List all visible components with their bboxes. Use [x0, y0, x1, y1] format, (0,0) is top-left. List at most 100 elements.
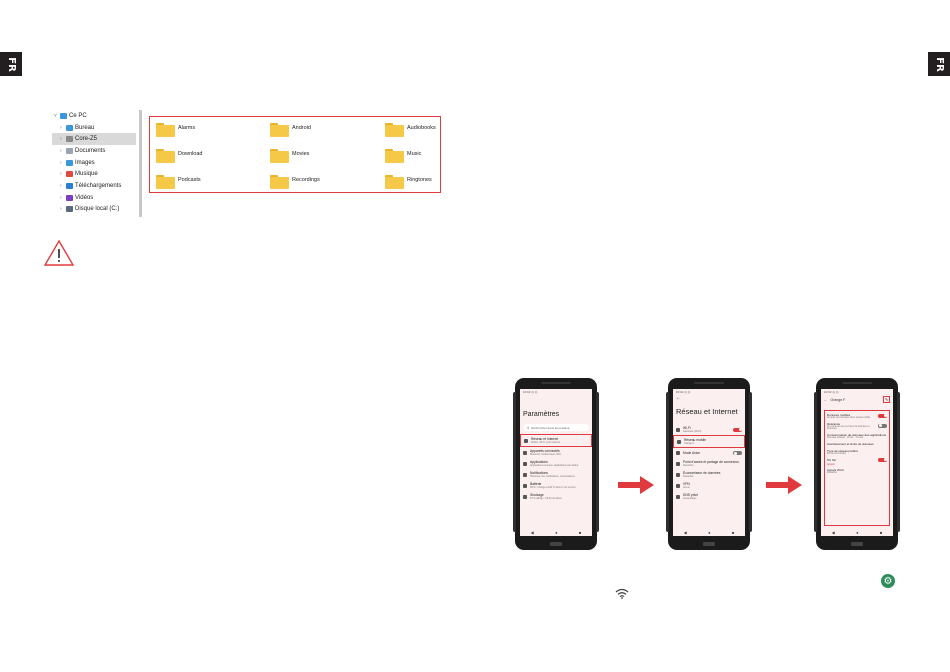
- wifi-calling-row[interactable]: Appels Wi-Fi Désactivé: [827, 467, 845, 474]
- folder-item[interactable]: Ringtones: [385, 175, 432, 189]
- back-icon[interactable]: ◀: [683, 529, 687, 535]
- wifi-icon: [615, 586, 629, 604]
- chevron-right-icon[interactable]: ›: [60, 194, 62, 201]
- tree-item[interactable]: ˅Ce PC: [52, 110, 136, 122]
- carrier-title: Orange F: [830, 397, 846, 402]
- tree-item[interactable]: ›Images: [52, 157, 136, 169]
- folder-item[interactable]: Android: [270, 123, 311, 137]
- folder-label: Movies: [292, 151, 310, 157]
- chevron-right-icon[interactable]: ›: [60, 206, 62, 213]
- toggle-switch[interactable]: [733, 427, 742, 432]
- settings-row[interactable]: Avertissement et limite de données: [825, 440, 889, 447]
- tree-item[interactable]: ›Core-Z5: [52, 133, 136, 146]
- folder-item[interactable]: Music: [385, 149, 421, 163]
- toggle-switch[interactable]: [878, 413, 887, 418]
- arrow-right-icon: [618, 476, 654, 494]
- back-icon[interactable]: ◀: [831, 529, 835, 535]
- chevron-right-icon[interactable]: ›: [60, 147, 62, 154]
- tree-item[interactable]: ›Vidéos: [52, 192, 136, 204]
- toggle-switch[interactable]: [733, 451, 742, 455]
- setting-label: Avertissement et limite de données: [827, 441, 874, 446]
- folder-item[interactable]: Podcasts: [156, 175, 201, 189]
- toggle-switch[interactable]: [878, 423, 887, 428]
- folder-item[interactable]: Download: [156, 149, 202, 163]
- setting-subtitle: Automatique: [683, 497, 697, 500]
- toggle-switch[interactable]: [878, 457, 887, 462]
- chevron-right-icon[interactable]: ›: [60, 136, 62, 143]
- setting-icon: [523, 494, 527, 499]
- chevron-right-icon[interactable]: ›: [60, 171, 62, 178]
- tree-item[interactable]: ›Musique: [52, 168, 136, 180]
- downloads-icon: [66, 182, 73, 189]
- folder-item[interactable]: Audiobooks: [385, 123, 436, 137]
- pane-divider[interactable]: [139, 110, 142, 217]
- tree-item[interactable]: ›Bureau: [52, 122, 136, 134]
- recents-icon[interactable]: ■: [879, 529, 883, 535]
- folder-item[interactable]: Recordings: [270, 175, 320, 189]
- language-tab-right: FR: [928, 52, 950, 76]
- recents-icon[interactable]: ■: [578, 529, 582, 535]
- setting-subtitle: Désactivé: [683, 475, 694, 478]
- setting-icon: [676, 461, 680, 466]
- chevron-right-icon[interactable]: ›: [60, 124, 62, 131]
- chevron-right-icon[interactable]: ›: [60, 182, 62, 189]
- back-arrow-icon[interactable]: ←: [824, 397, 828, 402]
- back-arrow-icon[interactable]: ←: [676, 395, 681, 401]
- android-nav-bar: ◀ ● ■: [520, 528, 592, 536]
- chevron-right-icon[interactable]: ›: [60, 159, 62, 166]
- status-bar: 10:02 ◎ ◎: [824, 390, 839, 394]
- settings-row[interactable]: 5G SA: [825, 456, 889, 463]
- home-icon[interactable]: ●: [555, 529, 558, 535]
- settings-row[interactable]: Consommation de données des applications…: [825, 431, 889, 440]
- setting-label: Stockage: [530, 493, 544, 497]
- setting-icon: [677, 439, 681, 444]
- back-icon[interactable]: ◀: [530, 529, 534, 535]
- folder-item[interactable]: Alarms: [156, 123, 195, 137]
- tree-item[interactable]: › Téléchargements: [52, 180, 136, 192]
- setting-icon: [676, 483, 680, 488]
- folder-icon: [385, 149, 404, 163]
- settings-row[interactable]: Mode Avion: [673, 448, 745, 458]
- pc-icon: [60, 112, 67, 119]
- tree-item-label: Téléchargements: [75, 182, 122, 189]
- setting-subtitle: Désactivé (Wi-Fi): [683, 430, 702, 433]
- home-icon[interactable]: ●: [856, 529, 859, 535]
- edit-icon[interactable]: ✎: [883, 396, 890, 403]
- recents-icon[interactable]: ■: [731, 529, 735, 535]
- phone-device-icon: [66, 136, 73, 143]
- status-bar: 10:02 ◎ ◎: [523, 390, 538, 394]
- folder-icon: [270, 123, 289, 137]
- chevron-down-icon[interactable]: ˅: [54, 112, 57, 119]
- tree-item[interactable]: ›Disque local (C:): [52, 204, 136, 216]
- images-icon: [66, 159, 73, 166]
- folder-icon: [270, 149, 289, 163]
- home-icon[interactable]: ●: [708, 529, 711, 535]
- tree-item[interactable]: ›Documents: [52, 145, 136, 157]
- settings-search[interactable]: ⚲ Rechercher dans les paramè: [523, 424, 589, 431]
- folder-item[interactable]: Movies: [270, 149, 309, 163]
- warning-triangle-icon: [43, 239, 75, 271]
- page-title: Réseau et Internet: [676, 407, 738, 416]
- setting-icon: [523, 461, 527, 466]
